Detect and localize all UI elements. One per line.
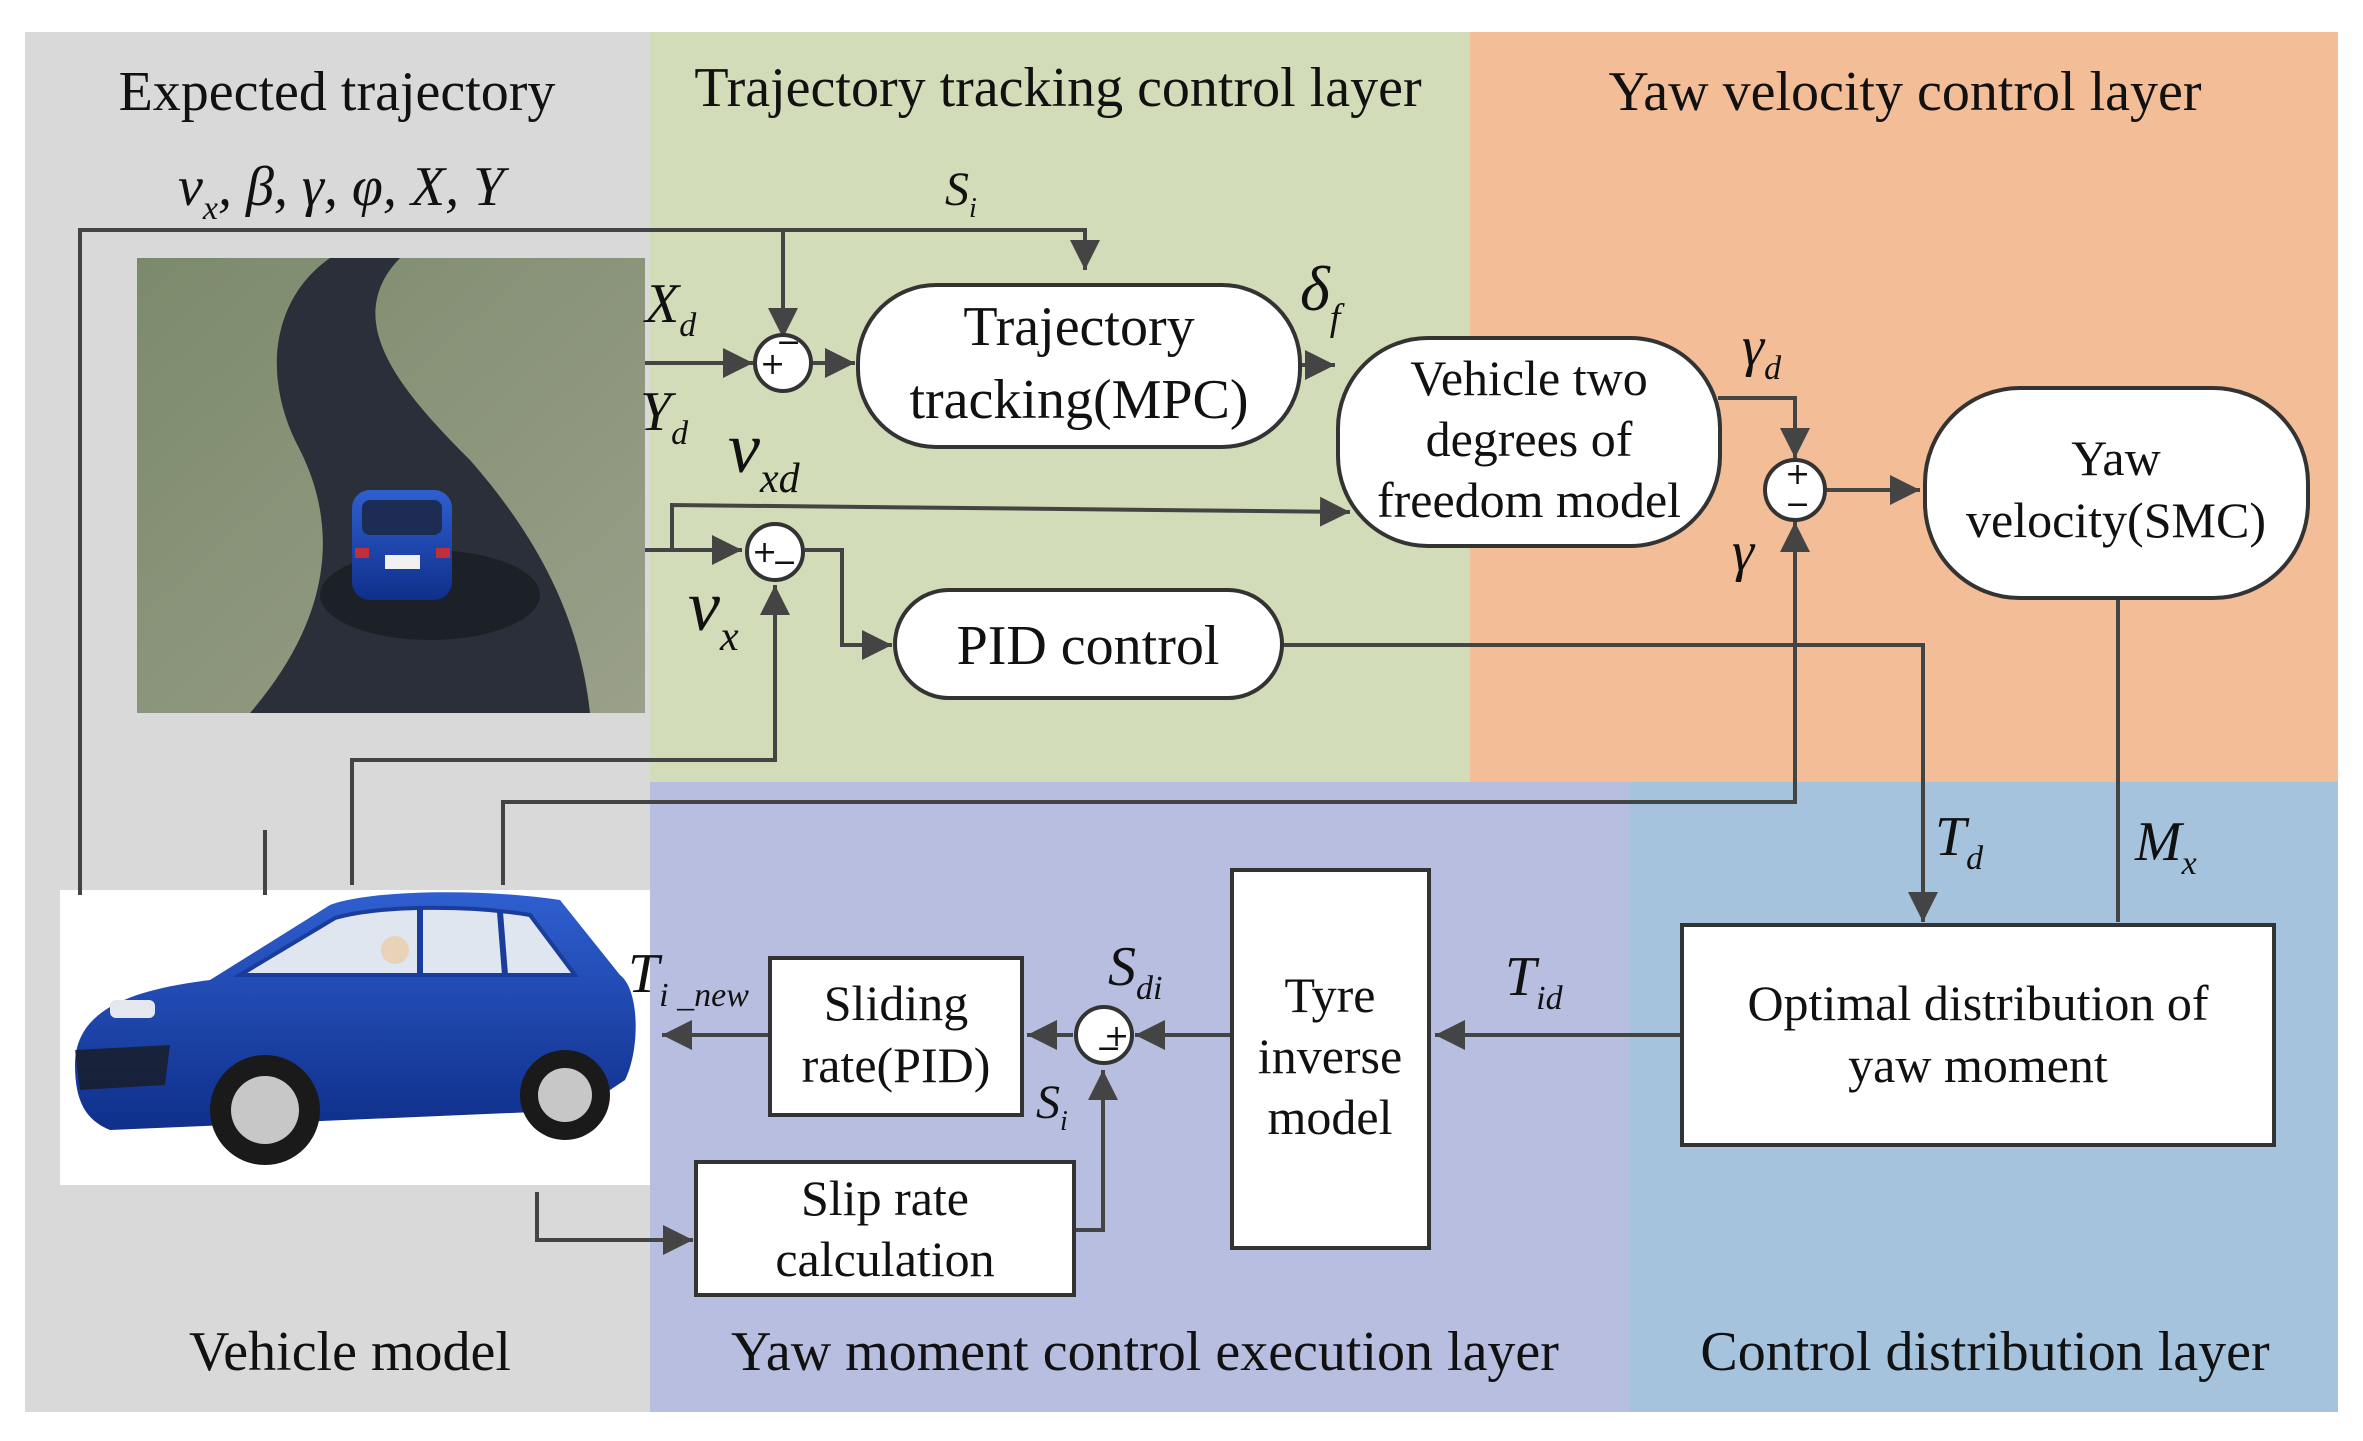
svg-text:−: − (776, 325, 801, 360)
label-x-d: Xd (643, 273, 697, 344)
region-expected-trajectory (25, 32, 650, 1412)
svg-text:−: − (1785, 487, 1810, 522)
slip-to-sum4 (1075, 1070, 1118, 1232)
sliding-line1: Sliding (824, 975, 968, 1031)
optimal-line1: Optimal distribution of (1747, 975, 2208, 1031)
label-s-di: Sdi (1108, 936, 1162, 1007)
svg-text:+: + (752, 535, 777, 570)
sum-junction-3: + − (1763, 457, 1827, 522)
vehicle-photo (60, 890, 650, 1185)
label-m-x: Mx (2134, 811, 2197, 882)
label-v-xd: vxd (728, 408, 801, 502)
label-s-i-top: Si (945, 163, 977, 224)
sum-junction-2: + − (745, 522, 805, 582)
pid-to-optimal (1282, 643, 1938, 922)
optimal-line2: yaw moment (1848, 1037, 2108, 1093)
title-expected-trajectory: Expected trajectory (119, 61, 556, 123)
two-dof-block: Vehicle two degrees of freedom model (1336, 336, 1722, 548)
label-t-i-new: Ti _new (628, 943, 749, 1014)
smc-line2: velocity(SMC) (1966, 492, 2266, 548)
sum-junction-1: + − (753, 325, 813, 393)
label-gamma: γ (1732, 521, 1756, 583)
tyre-line2: inverse (1258, 1028, 1402, 1084)
title-vehicle-model: Vehicle model (189, 1321, 511, 1383)
label-y-d: Yd (640, 381, 689, 452)
title-control-distribution: Control distribution layer (1700, 1321, 2270, 1383)
two-dof-line3: freedom model (1377, 472, 1681, 528)
state-vector-label: vx, β, γ, φ, X, Y (178, 156, 510, 227)
mpc-block-line2: tracking(MPC) (909, 369, 1248, 431)
slip-line2: calculation (775, 1231, 994, 1287)
road-scene-image (137, 258, 645, 713)
mpc-block: Trajectory tracking(MPC) (856, 283, 1302, 449)
sum2-to-pid (805, 548, 892, 660)
gamma-feedback-to-sum3 (501, 522, 1810, 885)
vxd-to-2dof (645, 496, 1351, 552)
sliding-rate-block: Sliding rate(PID) (768, 956, 1024, 1117)
smc-line1: Yaw (2071, 430, 2160, 486)
svg-text:+: + (1104, 1019, 1129, 1054)
tyre-line3: model (1268, 1089, 1393, 1145)
two-dof-line2: degrees of (1426, 411, 1633, 467)
title-yaw-velocity: Yaw velocity control layer (1608, 61, 2201, 123)
label-gamma-d: γd (1742, 316, 1782, 387)
label-t-d: Td (1935, 806, 1984, 877)
tyre-inverse-block: Tyre inverse model (1230, 868, 1431, 1250)
vx-feedback-to-sum2 (350, 585, 790, 885)
pid-control-block: PID control (893, 588, 1284, 700)
title-trajectory-tracking: Trajectory tracking control layer (694, 57, 1422, 119)
2dof-to-sum3 (1718, 396, 1810, 458)
svg-text:−: − (772, 545, 797, 580)
svg-text:+: + (760, 347, 785, 382)
label-s-i-lower: Si (1036, 1076, 1068, 1137)
tyre-line1: Tyre (1285, 967, 1376, 1023)
smc-block: Yaw velocity(SMC) (1923, 386, 2310, 600)
svg-text:−: − (1096, 1031, 1121, 1066)
sum-junction-4: + − (1074, 1005, 1134, 1066)
feedback-top-line (78, 228, 1100, 895)
two-dof-line1: Vehicle two (1410, 350, 1647, 406)
title-yaw-moment-execution: Yaw moment control execution layer (731, 1321, 1559, 1383)
sliding-line2: rate(PID) (802, 1037, 991, 1093)
car-to-slip (535, 1192, 693, 1255)
pid-control-label: PID control (957, 615, 1220, 677)
slip-line1: Slip rate (801, 1170, 969, 1226)
mpc-block-line1: Trajectory (963, 296, 1194, 358)
label-t-id: Tid (1505, 946, 1564, 1017)
slip-rate-block: Slip rate calculation (694, 1160, 1076, 1297)
optimal-distribution-block: Optimal distribution of yaw moment (1680, 923, 2276, 1147)
svg-text:+: + (1785, 457, 1810, 492)
label-v-x: vx (688, 566, 739, 660)
